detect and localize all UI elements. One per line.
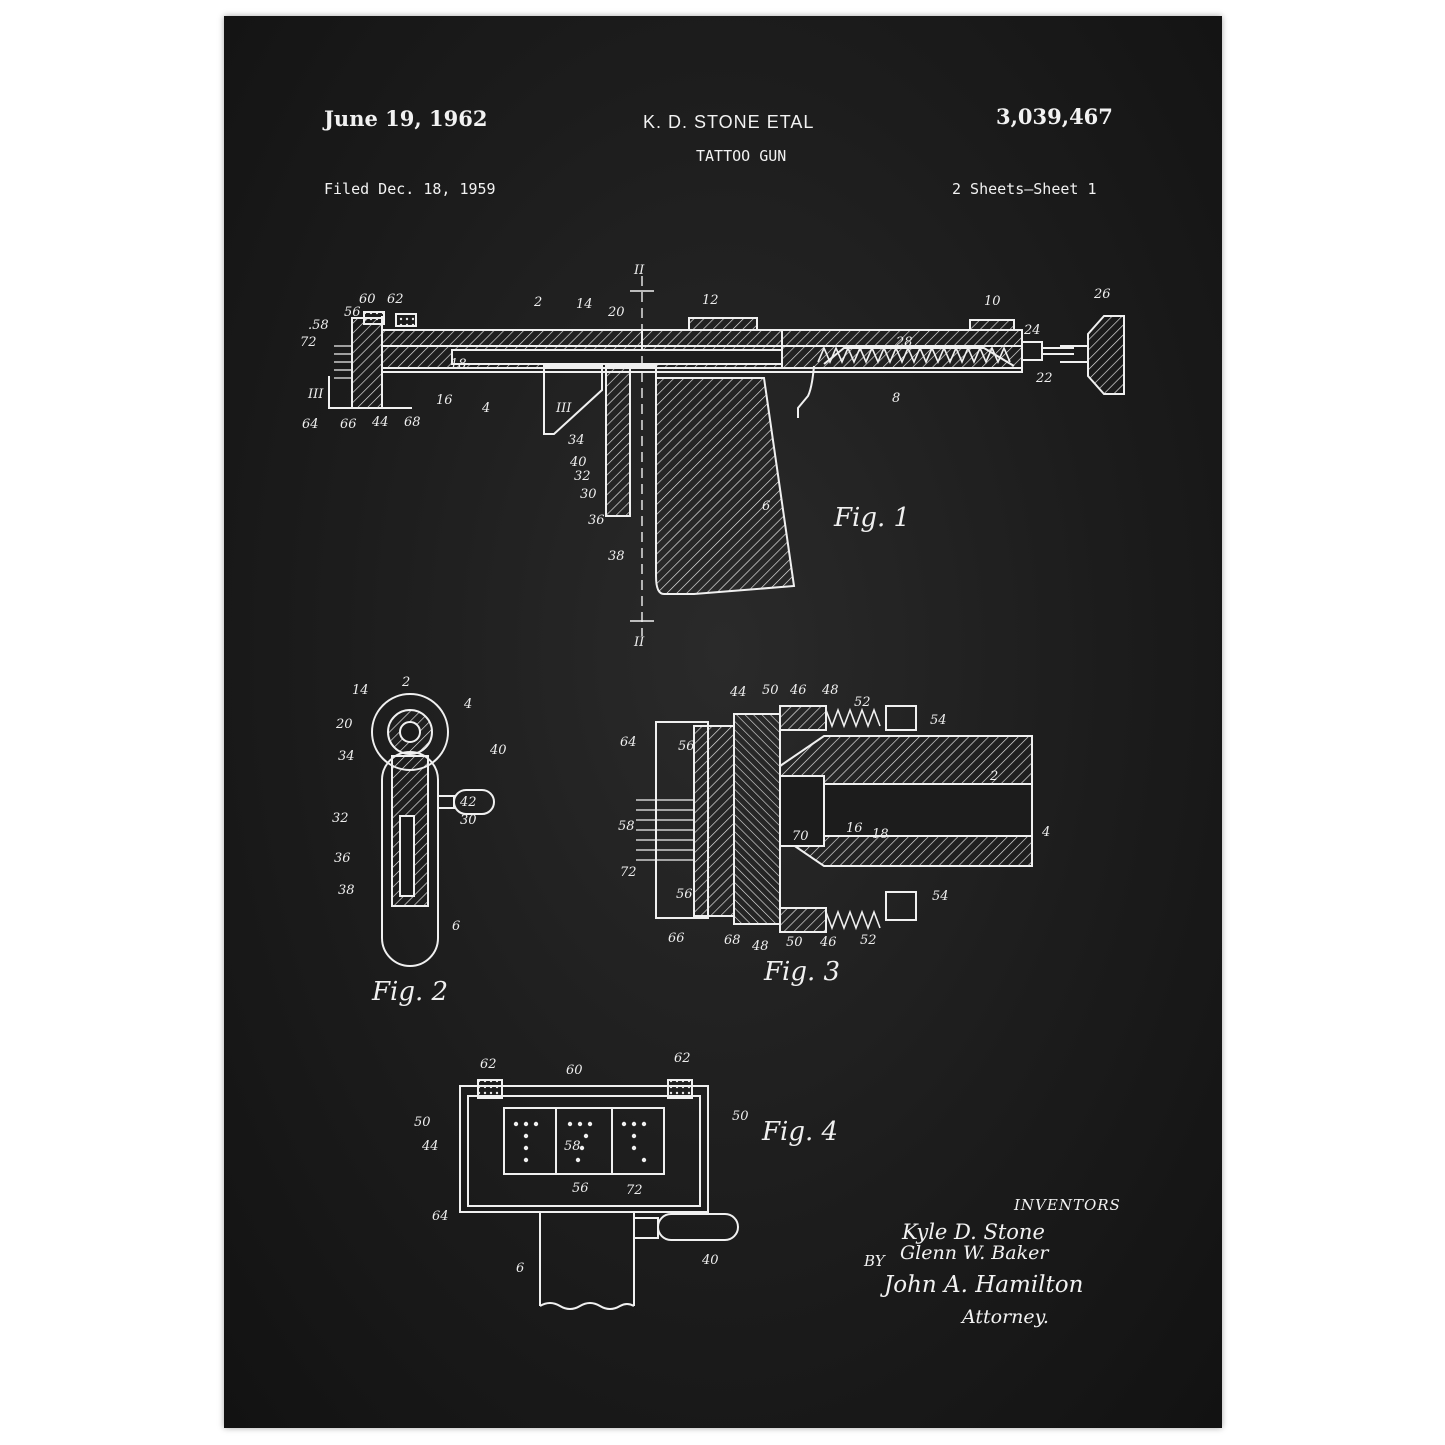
svg-text:30: 30 <box>580 487 597 502</box>
svg-text:34: 34 <box>568 433 585 448</box>
figure-1-caption: Fig. 1 <box>833 503 910 533</box>
attorney-label: Attorney. <box>962 1306 1049 1328</box>
section-mark-top: II <box>633 263 645 278</box>
svg-text:60: 60 <box>359 292 376 307</box>
svg-text:4: 4 <box>463 697 472 712</box>
svg-text:36: 36 <box>588 513 605 528</box>
figure-4-caption: Fig. 4 <box>761 1117 838 1147</box>
svg-text:18: 18 <box>872 827 889 842</box>
svg-text:2: 2 <box>989 769 998 784</box>
section-mark-bottom: II <box>633 635 645 650</box>
svg-text:48: 48 <box>751 939 769 954</box>
svg-text:68: 68 <box>724 933 741 948</box>
svg-text:2: 2 <box>533 295 542 310</box>
svg-text:20: 20 <box>607 305 625 320</box>
svg-text:.58: .58 <box>308 318 329 333</box>
svg-text:44: 44 <box>421 1139 439 1154</box>
figure-2-drawing <box>372 694 494 966</box>
svg-text:6: 6 <box>452 919 460 934</box>
figure-4-drawing <box>460 1080 738 1309</box>
svg-text:50: 50 <box>762 683 779 698</box>
svg-text:50: 50 <box>732 1109 749 1124</box>
svg-text:38: 38 <box>608 549 625 564</box>
svg-text:10: 10 <box>984 294 1001 309</box>
svg-text:40: 40 <box>489 743 507 758</box>
svg-text:8: 8 <box>892 391 900 406</box>
svg-text:50: 50 <box>414 1115 431 1130</box>
svg-text:52: 52 <box>860 933 877 948</box>
svg-text:64: 64 <box>432 1209 449 1224</box>
svg-text:54: 54 <box>932 889 949 904</box>
svg-text:26: 26 <box>1093 287 1111 302</box>
svg-text:12: 12 <box>702 293 719 308</box>
svg-text:56: 56 <box>572 1181 589 1196</box>
svg-text:32: 32 <box>574 469 591 484</box>
svg-text:66: 66 <box>340 417 357 432</box>
figure-2-caption: Fig. 2 <box>371 977 448 1007</box>
svg-text:72: 72 <box>626 1183 643 1198</box>
figure-3-drawing <box>636 706 1032 932</box>
svg-text:4: 4 <box>1041 825 1050 840</box>
svg-text:38: 38 <box>338 883 355 898</box>
svg-text:66: 66 <box>668 931 685 946</box>
svg-text:50: 50 <box>786 935 803 950</box>
svg-text:72: 72 <box>300 335 317 350</box>
svg-text:54: 54 <box>930 713 947 728</box>
svg-text:56: 56 <box>676 887 693 902</box>
svg-text:24: 24 <box>1023 323 1041 338</box>
svg-text:64: 64 <box>302 417 319 432</box>
svg-text:42: 42 <box>459 795 477 810</box>
attorney-signature: John A. Hamilton <box>884 1272 1083 1298</box>
svg-text:44: 44 <box>371 415 389 430</box>
figure-3-caption: Fig. 3 <box>763 957 840 987</box>
svg-text:46: 46 <box>789 683 807 698</box>
svg-text:6: 6 <box>516 1261 524 1276</box>
svg-text:34: 34 <box>338 749 355 764</box>
patent-drawings: Fig. 1 Fig. 2 Fig. 3 Fig. 4 II II III II… <box>224 16 1222 1428</box>
figure-1-drawing <box>329 276 1124 636</box>
inventor-1-signature: Kyle D. Stone <box>902 1220 1045 1244</box>
svg-text:52: 52 <box>854 695 871 710</box>
section-mark-mid: III <box>555 401 572 416</box>
svg-text:72: 72 <box>620 865 637 880</box>
by-label: BY <box>864 1252 885 1270</box>
svg-text:14: 14 <box>576 297 593 312</box>
svg-text:2: 2 <box>401 675 410 690</box>
svg-text:14: 14 <box>352 683 369 698</box>
svg-text:20: 20 <box>335 717 353 732</box>
svg-text:16: 16 <box>436 393 453 408</box>
svg-text:60: 60 <box>566 1063 583 1078</box>
blueprint-sheet: June 19, 1962 K. D. STONE ETAL 3,039,467… <box>224 16 1222 1428</box>
svg-text:46: 46 <box>819 935 837 950</box>
svg-text:40: 40 <box>569 455 587 470</box>
svg-text:70: 70 <box>792 829 809 844</box>
inventor-2-signature: Glenn W. Baker <box>900 1242 1048 1264</box>
svg-text:44: 44 <box>729 685 747 700</box>
svg-text:56: 56 <box>678 739 695 754</box>
svg-text:56: 56 <box>344 305 361 320</box>
svg-text:48: 48 <box>821 683 839 698</box>
svg-text:58: 58 <box>564 1139 581 1154</box>
svg-text:62: 62 <box>387 292 404 307</box>
svg-text:58: 58 <box>618 819 635 834</box>
svg-text:68: 68 <box>404 415 421 430</box>
svg-text:32: 32 <box>332 811 349 826</box>
svg-text:22: 22 <box>1035 371 1053 386</box>
inventors-label: INVENTORS <box>1014 1196 1121 1214</box>
svg-text:40: 40 <box>701 1253 719 1268</box>
svg-text:16: 16 <box>846 821 863 836</box>
svg-text:64: 64 <box>620 735 637 750</box>
section-mark-left: III <box>307 387 324 402</box>
svg-text:62: 62 <box>480 1057 497 1072</box>
svg-text:28: 28 <box>895 335 913 350</box>
svg-text:62: 62 <box>674 1051 691 1066</box>
svg-text:6: 6 <box>762 499 770 514</box>
svg-text:4: 4 <box>481 401 490 416</box>
svg-text:36: 36 <box>334 851 351 866</box>
svg-text:18: 18 <box>450 357 467 372</box>
svg-text:30: 30 <box>460 813 477 828</box>
